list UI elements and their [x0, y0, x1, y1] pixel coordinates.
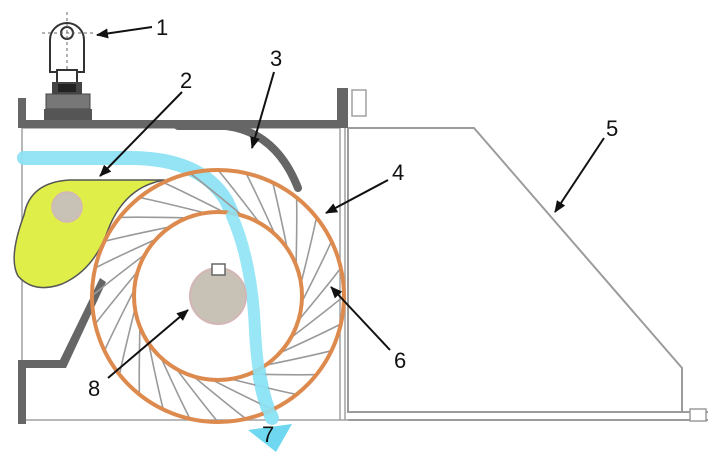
runner-blade [119, 216, 188, 219]
callout-arrow-4 [325, 179, 389, 214]
water-flow-inner [226, 210, 278, 424]
runner-blade [160, 357, 191, 420]
callout-arrow-2 [99, 91, 183, 177]
runner-blade [148, 343, 165, 410]
runner-blade [300, 217, 318, 284]
runner-blade [138, 326, 141, 395]
callout-label-4: 4 [392, 160, 404, 185]
runner-blade [245, 172, 276, 235]
runner-blade [271, 182, 288, 249]
guide-vane-pivot [51, 191, 83, 223]
runner-blade [265, 349, 332, 366]
callout-label-1: 1 [156, 15, 168, 40]
runner-blade [230, 378, 297, 396]
curved-housing-plate [174, 122, 302, 192]
runner-blade [162, 181, 225, 213]
runner-blade [94, 270, 139, 325]
runner-blade [139, 196, 206, 214]
runner-blade [175, 368, 219, 422]
runner-blade [192, 375, 247, 420]
runner-blade [92, 253, 146, 297]
outlet-housing [347, 127, 708, 422]
callout-label-2: 2 [180, 68, 192, 93]
callout-arrow-5 [554, 137, 605, 213]
callout-arrow-8 [107, 309, 189, 379]
shaft [189, 263, 247, 325]
callout-arrow-1 [96, 26, 153, 39]
callout-labels: 1 2 3 4 5 6 7 8 [88, 15, 618, 447]
callout-arrow-6 [330, 286, 391, 351]
runner-blade [301, 240, 333, 303]
runner-blade [104, 226, 171, 243]
runner-blades [92, 170, 344, 422]
water-flow-arrow [248, 424, 292, 452]
guide-vane [13, 179, 166, 289]
runner-blade [94, 238, 157, 269]
runner-blade [279, 323, 342, 354]
runner-blade [217, 170, 261, 224]
callout-label-5: 5 [606, 116, 618, 141]
callout-label-6: 6 [394, 348, 406, 373]
callout-arrow-3 [250, 71, 275, 149]
callout-arrows [96, 26, 605, 379]
callout-label-3: 3 [270, 46, 282, 71]
callout-label-8: 8 [88, 376, 100, 401]
callout-label-7: 7 [262, 422, 274, 447]
runner-blade [103, 289, 135, 352]
runner-blade [189, 172, 244, 217]
runner-outer-ring [90, 168, 346, 424]
runner-blade [297, 267, 342, 322]
runner-blade [118, 308, 136, 375]
shaft-key [211, 263, 226, 276]
runner-blade [295, 197, 298, 266]
eye-bolt-mount [42, 12, 96, 120]
